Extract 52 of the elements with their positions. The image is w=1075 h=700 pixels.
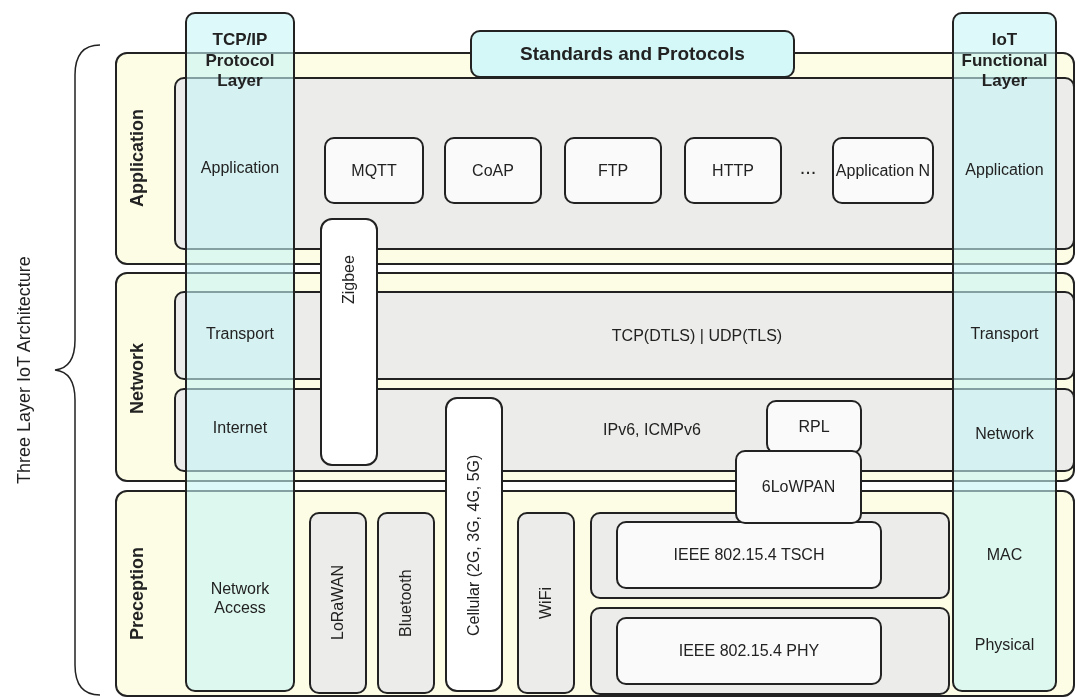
protocol-label: 6LoWPAN [760,477,837,498]
protocol-label: FTP [596,160,630,181]
protocol-box [309,512,367,694]
protocol-box [444,137,542,204]
protocol-box [616,617,882,685]
protocol-box [445,397,503,692]
layer-label: Network [974,424,1035,445]
protocol-box [564,137,662,204]
sublayer-band [590,607,950,695]
protocol-label: MQTT [350,160,398,181]
protocol-label: Zigbee [339,254,359,307]
layer-label: Network Access [209,578,271,618]
protocol-box [766,400,862,454]
layer-title: Preception [126,545,149,642]
column-label: TCP/IP Protocol Layer [204,29,276,93]
layer-title: Application [126,108,149,209]
protocol-label: CoAP [471,160,515,181]
protocol-label: IEEE 802.15.4 PHY [677,641,821,662]
protocol-box [324,137,424,204]
layer-label: Physical [973,635,1036,656]
protocol-box [684,137,782,204]
protocol-box [517,512,575,694]
protocol-box [616,521,882,589]
protocol-label: HTTP [711,160,755,181]
header-title: Standards and Protocols [519,41,746,66]
layer-label: Application [964,160,1045,181]
layer-label: MAC [985,545,1024,566]
sublayer-band [590,512,950,599]
architecture-label: Three Layer IoT Architecture [13,255,36,486]
protocol-label: Application N [834,160,932,181]
layer-column [952,12,1057,692]
band-label: IPv6, ICMPv6 [602,420,702,441]
protocol-label: WiFi [536,586,556,621]
protocol-label: LoRaWAN [328,564,348,643]
protocol-label: Cellular (2G, 3G, 4G, 5G) [464,453,484,638]
protocol-label: RPL [797,417,831,438]
layer-column [185,12,295,692]
protocol-box [832,137,934,204]
layer-label: Transport [205,324,275,345]
protocol-box [735,450,862,524]
header-box [470,30,795,78]
protocol-box [377,512,435,694]
layer-label: Application [199,158,281,179]
ellipsis-text: ... [798,155,818,180]
band-label: TCP(DTLS) | UDP(TLS) [610,326,784,347]
column-label: IoT Functional Layer [960,29,1049,93]
layer-label: Transport [969,324,1040,345]
protocol-label: IEEE 802.15.4 TSCH [672,545,826,566]
protocol-box [320,218,378,466]
protocol-label: Bluetooth [396,568,416,639]
layer-title: Network [126,341,149,416]
layer-label: Internet [211,418,269,439]
